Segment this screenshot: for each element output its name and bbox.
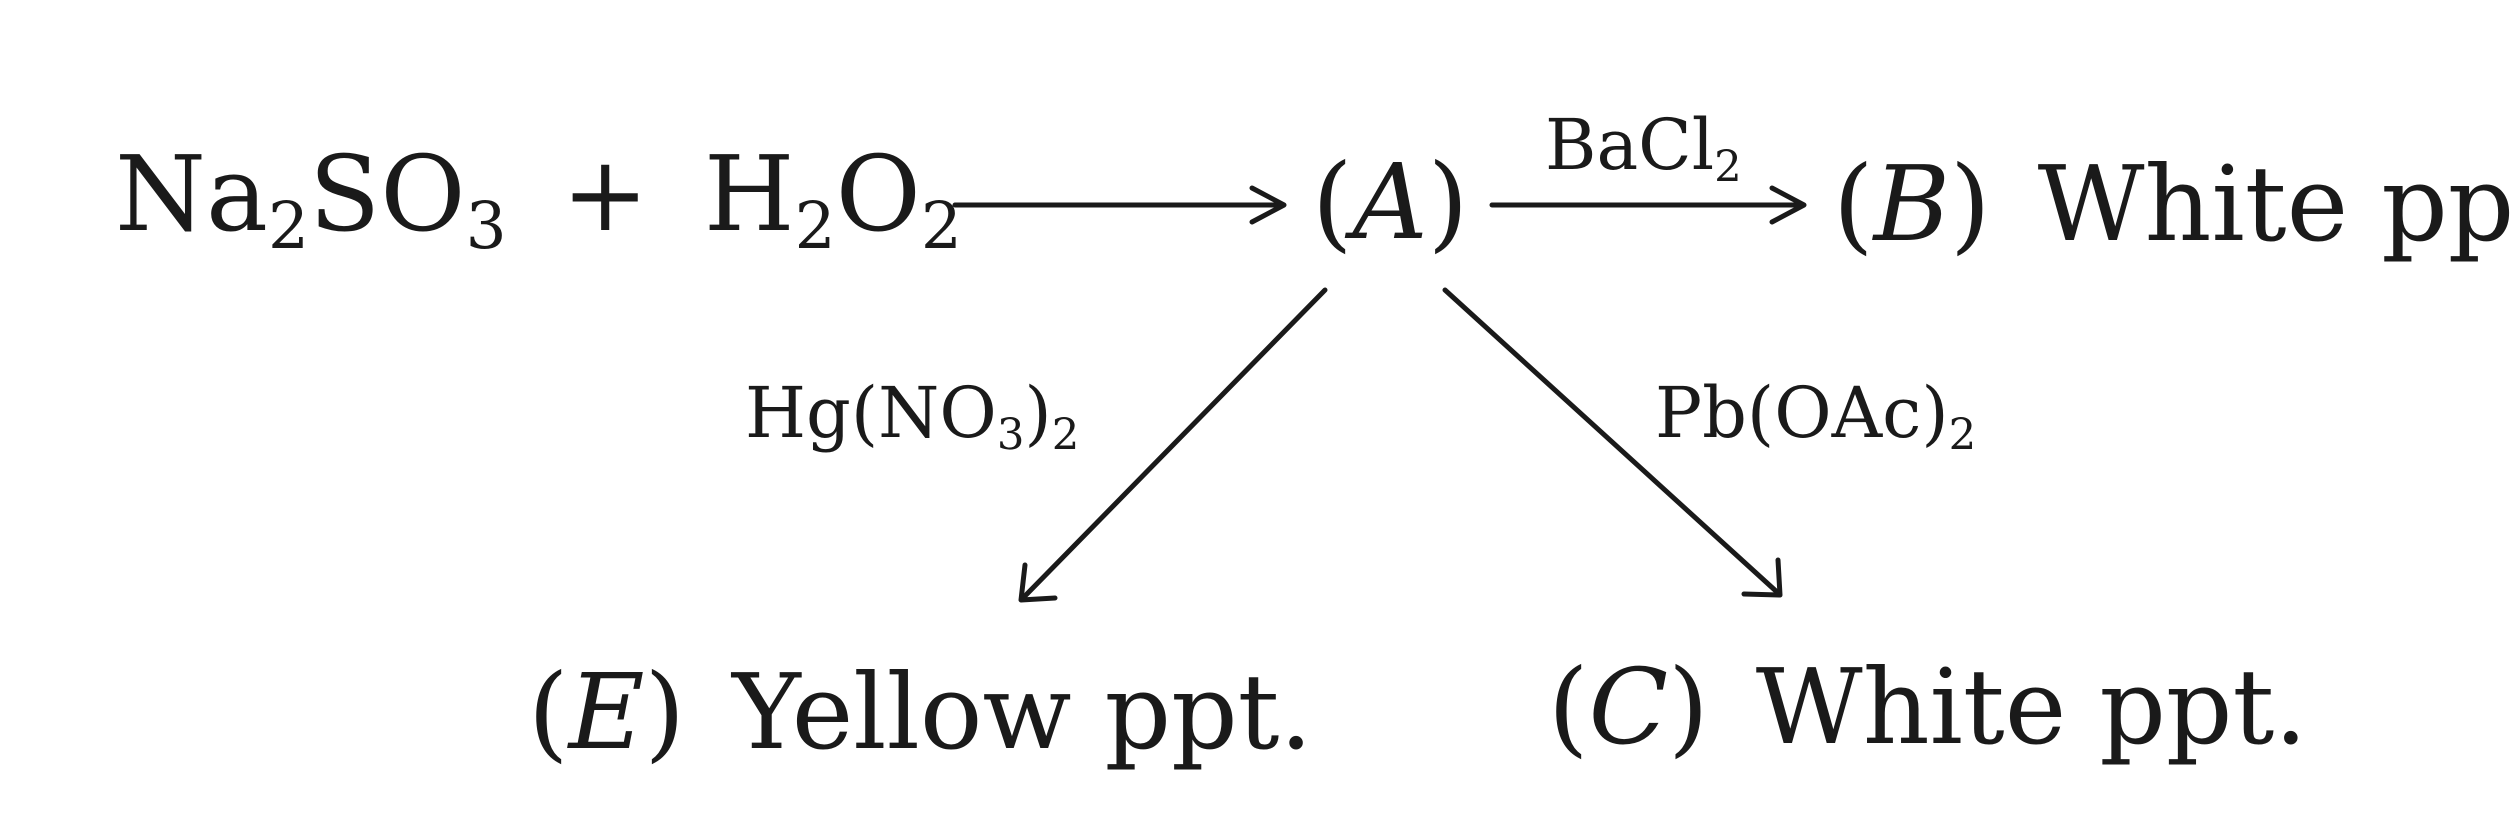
reactants-equation: Na2SO3 + H2O2 <box>115 142 962 259</box>
reactant-2-subscript-2: 2 <box>920 189 962 265</box>
node-b: (B) White ppt. <box>1833 152 2513 256</box>
node-b-open-paren: ( <box>1833 143 1874 265</box>
reagent-lead-acetate: Pb(OAc)2 <box>1655 378 1976 457</box>
node-c-close-paren: ) <box>1668 646 1709 768</box>
node-e: (E) Yellow ppt. <box>528 660 1313 764</box>
arrow-a-to-e <box>1018 287 1328 603</box>
node-e-open-paren: ( <box>528 651 569 773</box>
reactant-2-base: H <box>703 133 795 255</box>
reactant-1-subscript-1: 2 <box>268 189 310 265</box>
node-a-open-paren: ( <box>1312 141 1353 263</box>
node-c-label: C <box>1588 646 1669 768</box>
node-a-label: A <box>1352 141 1428 263</box>
reaction-arrow <box>952 185 1287 225</box>
reactant-1-base: Na <box>115 133 269 255</box>
node-e-label: E <box>568 651 645 773</box>
plus-sign: + <box>561 133 649 255</box>
node-e-description: Yellow ppt. <box>732 651 1313 773</box>
node-e-close-paren: ) <box>644 651 686 773</box>
arrow-a-to-c <box>1442 287 1783 598</box>
reagent-hg-prefix: Hg(NO <box>745 372 997 454</box>
reactant-hydrogen-peroxide: H2O2 <box>703 133 962 259</box>
reagent-hg-subscript-2: 2 <box>1051 410 1080 461</box>
reagent-hg-postfix: ) <box>1024 372 1052 454</box>
node-a-close-paren: ) <box>1427 141 1469 263</box>
node-b-description: White ppt. <box>2037 143 2513 265</box>
reagent-pb-prefix: Pb(OAc) <box>1655 372 1949 454</box>
reactant-2-subscript-1: 2 <box>794 189 836 265</box>
reactant-1-subscript-2: 3 <box>465 189 507 265</box>
node-c: (C) White ppt. <box>1548 655 2307 759</box>
reagent-hg-subscript-1: 3 <box>996 410 1025 461</box>
node-c-open-paren: ( <box>1548 646 1589 768</box>
reactant-2-mid: O <box>835 133 921 255</box>
node-c-description: White ppt. <box>1755 646 2308 768</box>
reagent-mercury-nitrate: Hg(NO3)2 <box>745 378 1079 457</box>
arrow-a-to-b <box>1489 185 1807 225</box>
node-b-label: B <box>1873 143 1951 265</box>
node-b-close-paren: ) <box>1950 143 1991 265</box>
reagent-bacl2-subscript: 2 <box>1714 142 1742 193</box>
reactant-1-mid: SO <box>309 133 466 255</box>
reagent-bacl2-base: BaCl <box>1545 104 1715 186</box>
reagent-bacl2: BaCl2 <box>1545 110 1742 189</box>
reactant-sodium-sulfite: Na2SO3 <box>115 133 507 259</box>
node-a: (A) <box>1312 150 1468 254</box>
reagent-pb-subscript: 2 <box>1948 410 1977 461</box>
